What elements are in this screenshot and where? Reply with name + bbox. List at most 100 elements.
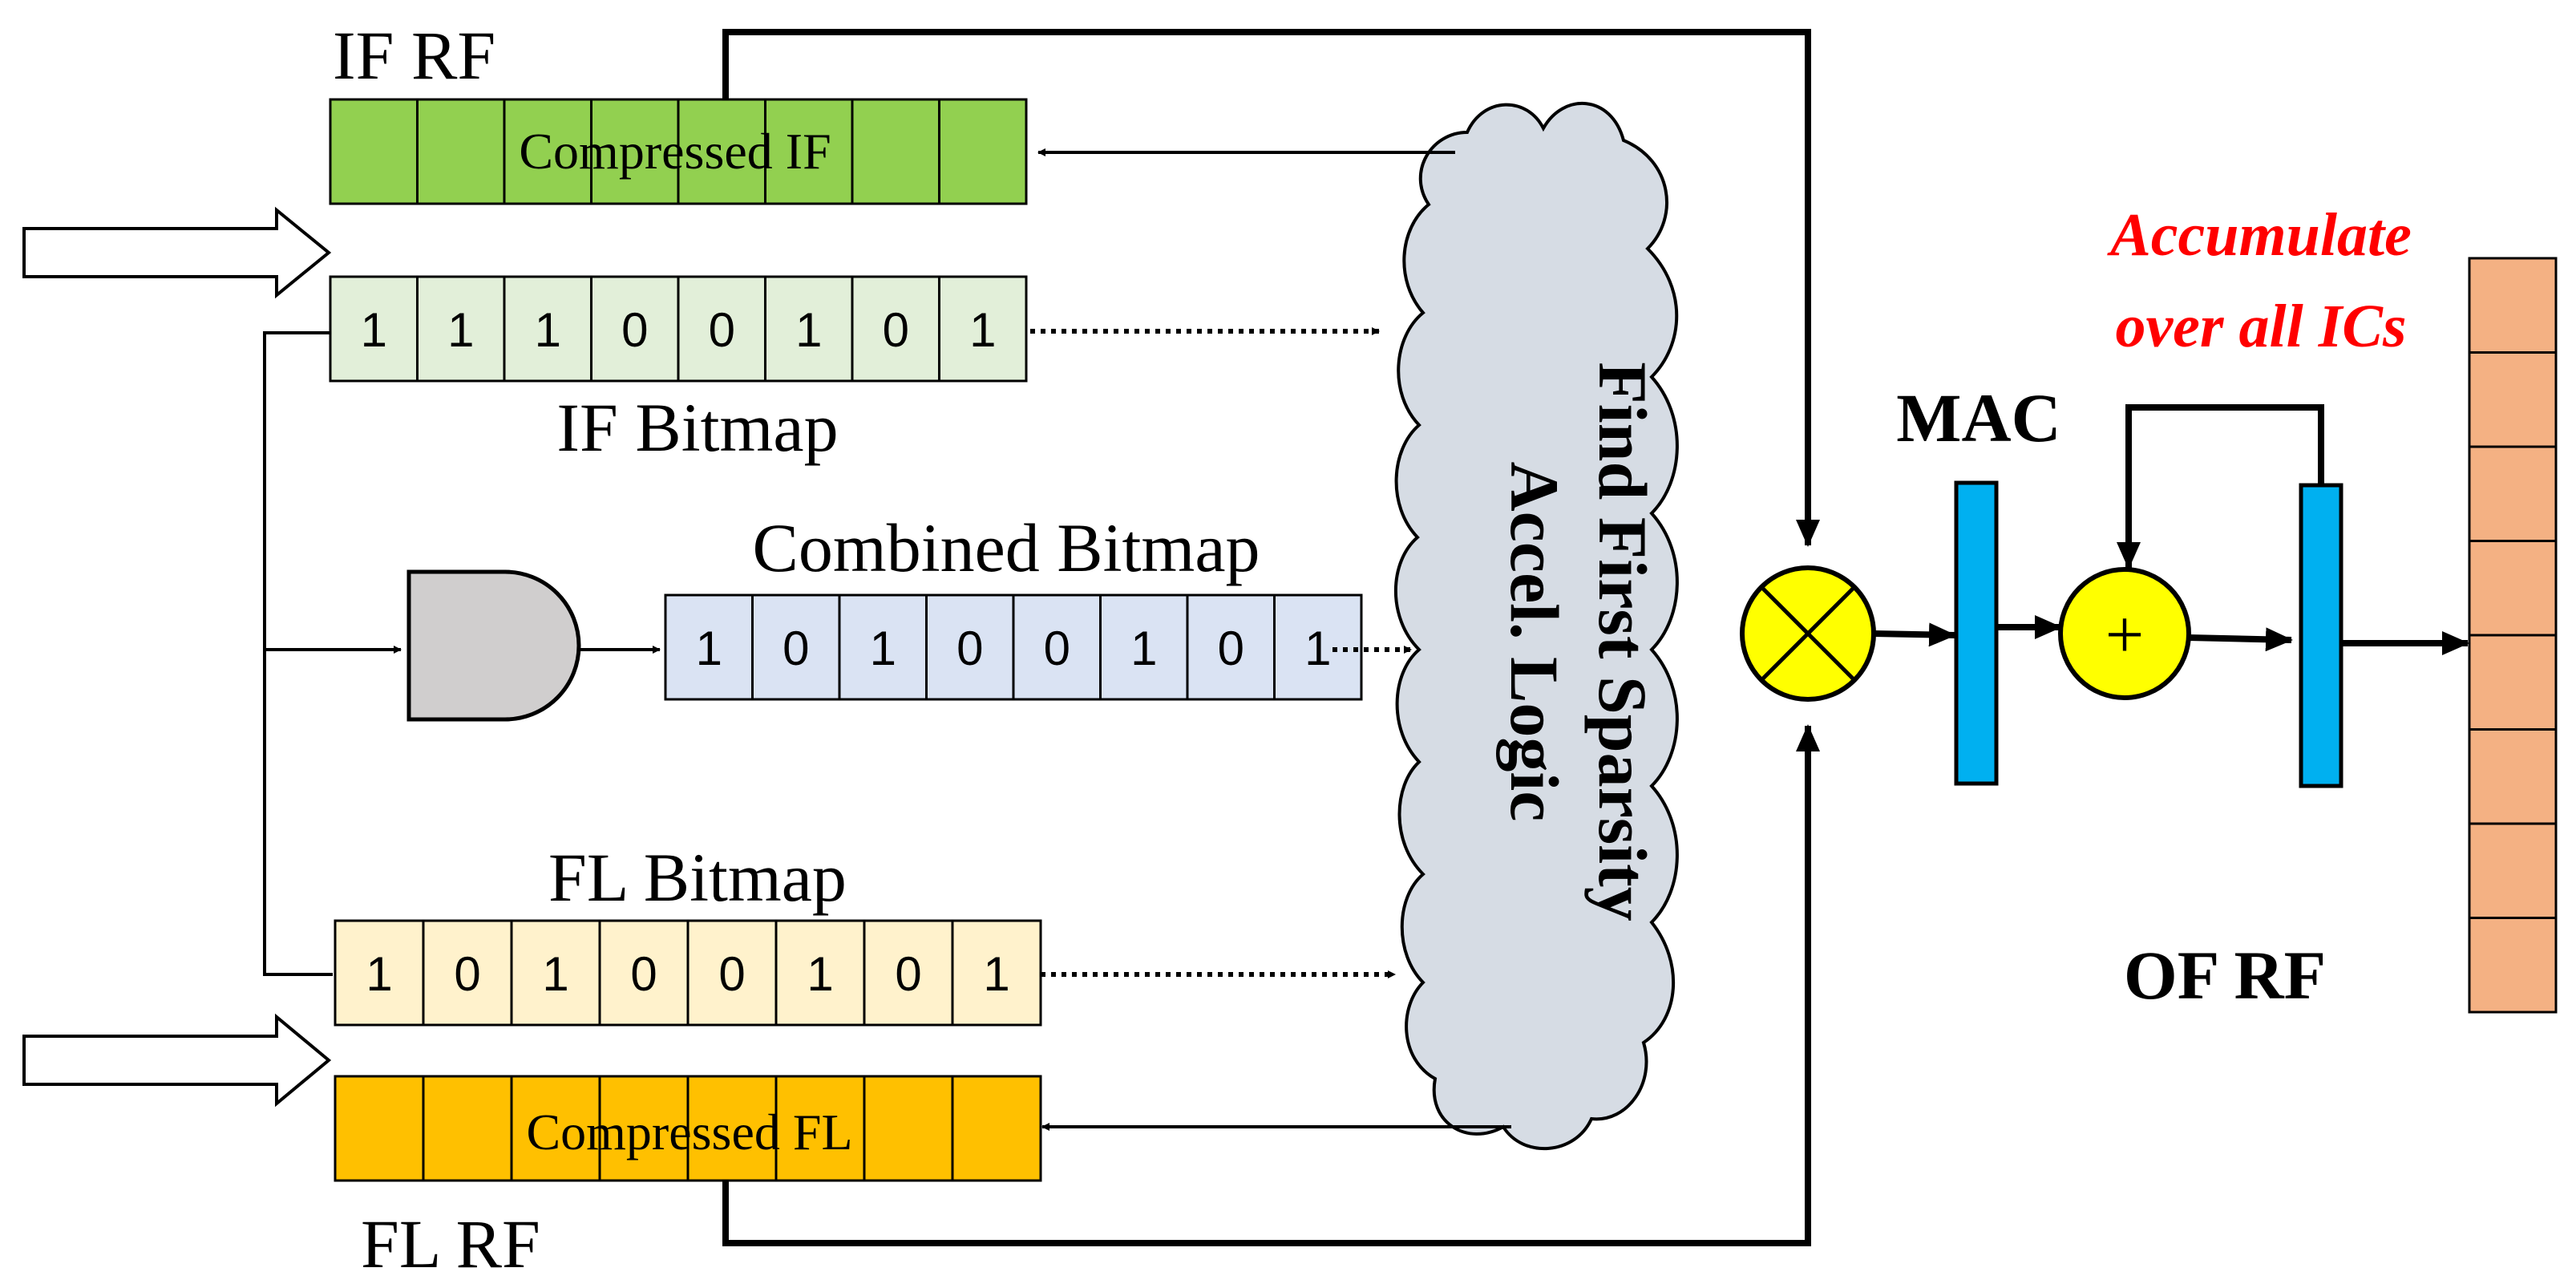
fl-bitmap-bit: 0 [454,947,480,1001]
cloud-text-line1: Find First Sparsity [1584,362,1661,921]
of-rf-cell [2468,445,2558,542]
fl-bitmap-bit: 0 [630,947,657,1001]
fl-bitmap-register: 1 0 1 0 0 1 0 1 [334,919,1042,1027]
fl-bitmap-bit: 1 [542,947,568,1001]
combined-bitmap-cell [1012,593,1102,701]
of-rf-cell [2468,728,2558,825]
if-rf-cell [851,98,940,205]
fl-bitmap-bit: 1 [807,947,833,1001]
combined-bitmap-bit: 0 [1218,622,1244,675]
compressed-if-label: Compressed IF [519,123,831,180]
fl-rf-register [334,1075,1042,1182]
adder-plus-icon: + [2105,596,2145,673]
combined-bitmap-bit: 1 [1304,622,1331,675]
if-rf-cell [677,98,766,205]
fl-input-arrow [22,1013,332,1108]
adder [2058,567,2191,700]
of-rf-label: OF RF [2124,937,2326,1014]
fl-bitmap-cell [863,919,954,1027]
fl-bitmap-cell [686,919,778,1027]
fl-rf-cell [774,1075,866,1182]
if-bitmap-label: IF Bitmap [556,389,838,466]
if-rf-cell [416,98,506,205]
multiplier-x-icon-stroke [1760,585,1856,682]
if-bitmap-bit: 1 [969,303,996,357]
if-rf-label: IF RF [333,17,495,94]
accumulator-register [2299,483,2343,788]
fl-rf-cell [422,1075,513,1182]
if-bitmap-bit: 1 [795,303,822,357]
fl-rf-cell [863,1075,954,1182]
of-rf-cell [2468,351,2558,448]
if-bitmap-cell [764,275,854,383]
if-rf-cell [764,98,854,205]
of-rf-cell [2468,822,2558,919]
if-rf-register [329,98,1028,205]
if-bitmap-register: 1 1 1 0 0 1 0 1 [329,275,1028,383]
fl-bitmap-bit: 1 [983,947,1009,1001]
mac-pipeline-register [1954,480,1999,786]
combined-bitmap-cell [1186,593,1276,701]
combined-bitmap-cell [664,593,754,701]
fl-rf-cell [598,1075,689,1182]
if-input-arrow [22,206,332,299]
compressed-fl-label: Compressed FL [526,1104,852,1160]
if-bitmap-bit: 1 [535,303,561,357]
combined-bitmap-bit: 1 [1130,622,1157,675]
combined-bitmap-cell [925,593,1015,701]
if-bitmap-bit: 0 [621,303,648,357]
fl-rf-cell [951,1075,1042,1182]
of-rf-cell [2468,917,2558,1014]
if-bitmap-bit: 0 [709,303,735,357]
fl-bitmap-cell [598,919,689,1027]
combined-bitmap-register: 1 0 1 0 0 1 0 1 [664,593,1363,701]
fl-bitmap-cell [510,919,601,1027]
fl-bitmap-cell [334,919,425,1027]
fl-rf-label: FL RF [361,1205,540,1282]
combined-bitmap-bit: 0 [1044,622,1070,675]
combined-bitmap-cell [1099,593,1189,701]
combined-bitmap-label: Combined Bitmap [752,509,1260,586]
cloud-text-line2: Accel. Logic [1496,462,1573,822]
multiplier-to-mac-reg-wire [1873,622,1956,647]
combined-bitmap-bit: 0 [956,622,983,675]
if-bitmap-cell [416,275,506,383]
if-bitmap-cell [590,275,680,383]
accumulate-note-line2: over all ICs [2115,293,2406,360]
combined-bitmap-bit: 1 [870,622,896,675]
fl-bitmap-bit: 0 [895,947,921,1001]
adder-to-acc-reg-wire [2188,627,2293,652]
find-first-logic-cloud [1393,102,1679,1151]
combined-bitmap-cell [751,593,841,701]
combined-bitmap-bit: 0 [783,622,809,675]
fl-rf-cell [334,1075,425,1182]
if-bitmap-cell [329,275,419,383]
of-rf-cell [2468,257,2558,354]
mac-label: MAC [1896,379,2060,456]
if-bitmap-bit: 1 [361,303,387,357]
fl-rf-to-multiplier-wire [722,724,1820,1246]
fl-bitmap-bit: 1 [366,947,392,1001]
if-rf-cell [503,98,592,205]
accumulate-feedback-wire [2117,404,2324,569]
if-bitmap-cell [677,275,766,383]
fl-rf-cell [686,1075,778,1182]
and-gate [406,569,581,722]
of-rf-register [2468,257,2558,1014]
if-rf-cell [938,98,1028,205]
fl-bitmap-label: FL Bitmap [548,839,847,916]
if-bitmap-cell [938,275,1028,383]
if-rf-cell [329,98,419,205]
accumulate-note-line1: Accumulate [2107,201,2412,269]
combined-bitmap-cell [838,593,928,701]
if-bitmap-bit: 0 [883,303,909,357]
if-bitmap-tap-wire [263,331,333,976]
fl-bitmap-bit: 0 [718,947,745,1001]
combined-bitmap-bit: 1 [696,622,722,675]
fl-rf-cell [510,1075,601,1182]
if-bitmap-bit: 1 [447,303,474,357]
if-rf-to-multiplier-wire [722,29,1820,547]
of-rf-cell [2468,540,2558,637]
of-rf-cell [2468,634,2558,731]
